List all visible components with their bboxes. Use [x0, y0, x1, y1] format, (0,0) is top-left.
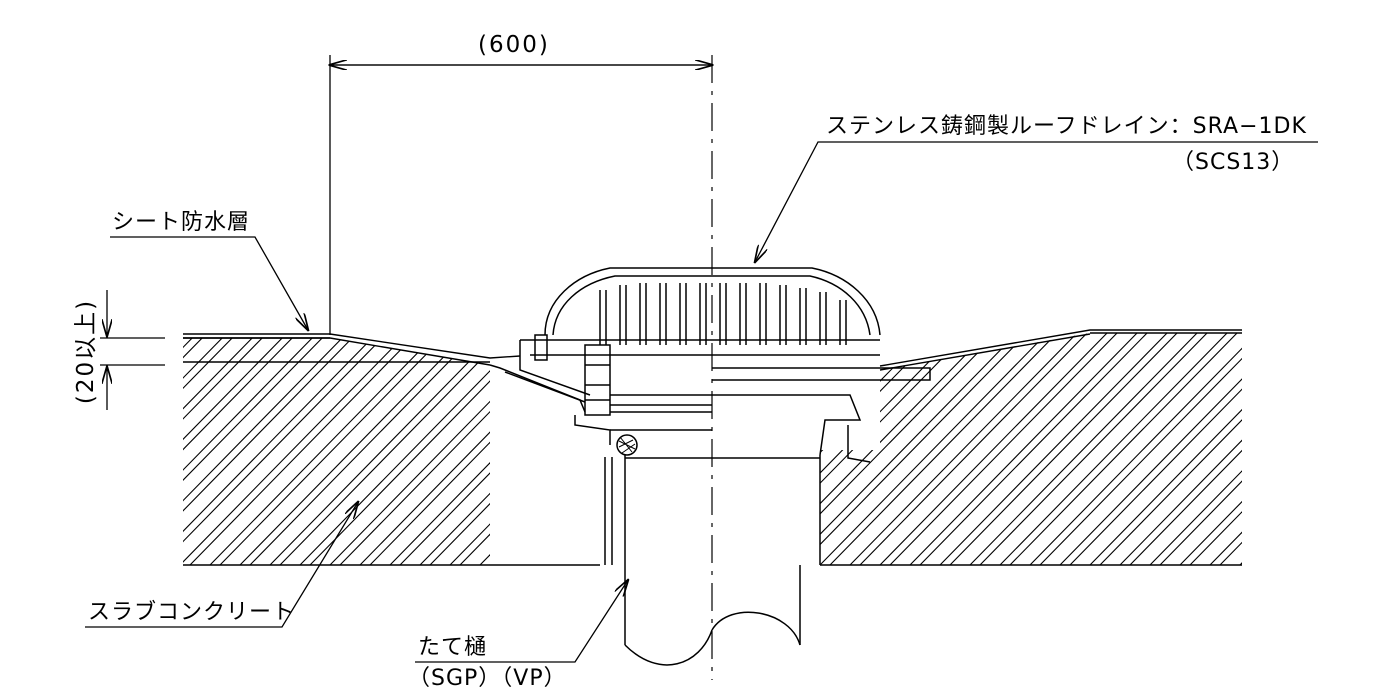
- sheet-waterproof-label: シート防水層: [112, 210, 251, 235]
- concrete-hatch-left: [183, 338, 490, 565]
- leader-lines: [85, 141, 1318, 663]
- dome-strainer: [520, 267, 881, 356]
- gasket: [616, 434, 638, 456]
- drain-name-label: ステンレス鋳鋼製ルーフドレイン：SRA−1DK: [826, 114, 1307, 139]
- drain-material-label: （SCS13）: [1172, 150, 1295, 175]
- dimension-width: [330, 55, 712, 335]
- dimension-height: [100, 290, 165, 410]
- drain-body-left-section: [489, 334, 712, 445]
- dimension-height-label: (20以上): [73, 298, 100, 405]
- sheet-waterproof-layer: [183, 329, 1242, 371]
- vertical-pipe: [604, 455, 821, 666]
- pipe-material-label: （SGP）（VP）: [408, 666, 567, 691]
- dimension-width-label: (600): [478, 32, 550, 58]
- concrete-hatch-right: [820, 333, 1242, 565]
- pipe-name-label: たて樋: [418, 635, 488, 660]
- drain-body-right: [712, 367, 931, 463]
- slab-concrete-label: スラブコンクリート: [88, 600, 296, 625]
